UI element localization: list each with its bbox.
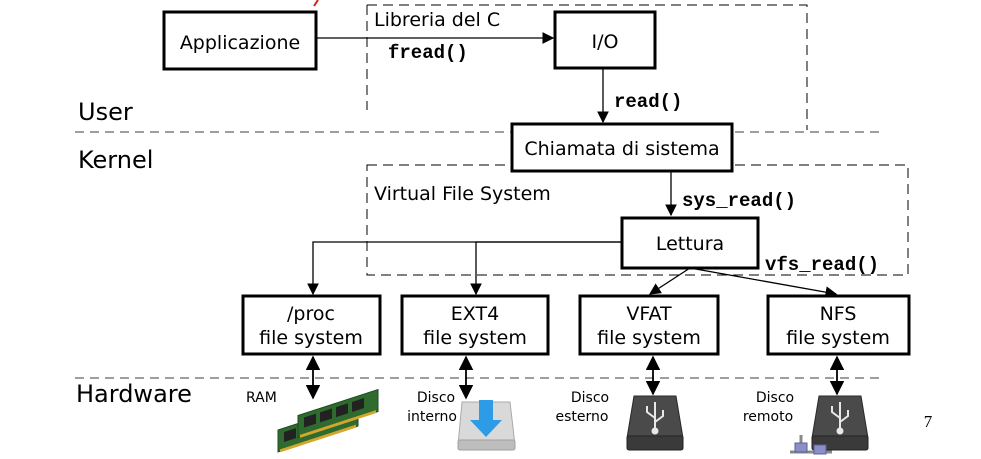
red-mark	[313, 0, 319, 7]
ext4-fs-name: EXT4	[451, 303, 499, 325]
vfat-fs-box: VFAT file system	[578, 294, 720, 356]
read-box: Lettura	[620, 216, 760, 270]
c-library-label: Libreria del C	[374, 9, 500, 31]
ext4-fs-type: file system	[423, 327, 527, 349]
layer-label-kernel: Kernel	[78, 146, 153, 174]
fs-dispatch-arrows	[307, 241, 838, 298]
vfat-fs-type: file system	[597, 327, 701, 349]
remote-disk-label-2: remoto	[743, 409, 793, 425]
application-label: Applicazione	[180, 32, 300, 54]
vfat-fs-name: VFAT	[626, 303, 672, 325]
call-sys-read: sys_read()	[682, 190, 796, 212]
nfs-fs-type: file system	[786, 327, 890, 349]
read-label: Lettura	[656, 233, 724, 255]
proc-fs-name: /proc	[287, 303, 335, 325]
syscall-label: Chiamata di sistema	[524, 138, 719, 160]
external-disk-label-2: esterno	[556, 409, 609, 425]
internal-disk-label-2: interno	[407, 409, 457, 425]
vfs-label: Virtual File System	[374, 183, 551, 205]
ext4-fs-box: EXT4 file system	[400, 294, 550, 356]
internal-disk-icon	[457, 400, 516, 451]
layer-label-hardware: Hardware	[76, 380, 192, 408]
application-box: Applicazione	[162, 10, 318, 71]
proc-fs-box: /proc file system	[241, 294, 382, 356]
ram-label: RAM	[246, 390, 277, 406]
network-icon	[790, 435, 832, 455]
slide-number: 7	[924, 412, 933, 431]
usb-icon	[646, 402, 664, 435]
call-vfs-read: vfs_read()	[765, 254, 879, 276]
remote-disk-icon	[790, 395, 869, 455]
proc-fs-type: file system	[259, 327, 363, 349]
call-fread: fread()	[388, 42, 468, 64]
c-library-region	[367, 4, 808, 130]
external-disk-icon	[626, 395, 684, 451]
nfs-fs-box: NFS file system	[766, 294, 911, 356]
device-links	[305, 355, 845, 400]
ram-icon	[277, 388, 379, 453]
syscall-box: Chiamata di sistema	[510, 122, 734, 173]
nfs-fs-name: NFS	[820, 303, 857, 325]
internal-disk-label-1: Disco	[417, 390, 455, 406]
layer-label-user: User	[78, 98, 133, 126]
io-label: I/O	[592, 31, 619, 53]
call-read: read()	[614, 91, 682, 113]
remote-disk-label-1: Disco	[756, 390, 794, 406]
external-disk-label-1: Disco	[571, 390, 609, 406]
io-box: I/O	[553, 10, 657, 70]
